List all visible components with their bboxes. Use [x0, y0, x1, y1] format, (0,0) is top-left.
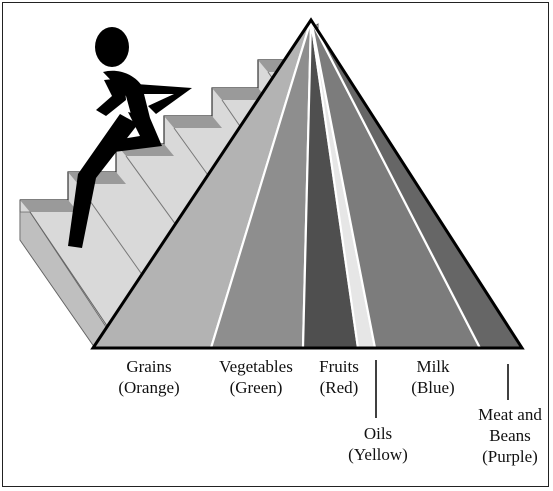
label-oils-name: Oils [338, 423, 418, 444]
label-milk: Milk (Blue) [400, 356, 466, 398]
label-meat: Meat and Beans (Purple) [470, 404, 550, 467]
label-grains-color: (Orange) [102, 377, 196, 398]
label-milk-color: (Blue) [400, 377, 466, 398]
label-meat-name2: Beans [470, 425, 550, 446]
label-meat-name: Meat and [470, 404, 550, 425]
figure-arm-back [96, 78, 126, 116]
label-meat-color: (Purple) [470, 446, 550, 467]
label-fruits-name: Fruits [313, 356, 365, 377]
label-grains: Grains (Orange) [102, 356, 196, 398]
label-oils-color: (Yellow) [338, 444, 418, 465]
label-milk-name: Milk [400, 356, 466, 377]
label-fruits: Fruits (Red) [313, 356, 365, 398]
stair-face [164, 116, 222, 128]
label-vegetables: Vegetables (Green) [206, 356, 306, 398]
label-vegetables-name: Vegetables [206, 356, 306, 377]
label-vegetables-color: (Green) [206, 377, 306, 398]
label-fruits-color: (Red) [313, 377, 365, 398]
figure-head [95, 27, 129, 67]
stair-face [20, 200, 78, 212]
label-oils: Oils (Yellow) [338, 423, 418, 465]
label-grains-name: Grains [102, 356, 196, 377]
